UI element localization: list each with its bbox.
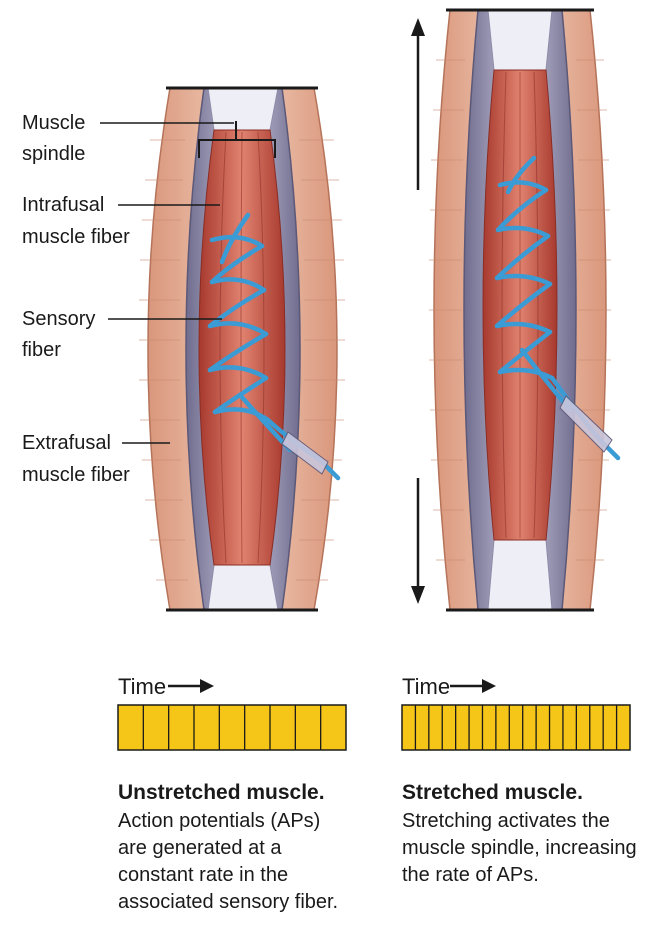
label-text: spindle <box>22 143 85 165</box>
label-text: muscle fiber <box>22 226 130 248</box>
time-text: Time <box>402 674 450 699</box>
unstretched-muscle <box>139 88 345 610</box>
caption-line: associated sensory fiber. <box>118 889 338 916</box>
label-text: muscle fiber <box>22 464 130 486</box>
caption-line: muscle spindle, increasing <box>402 835 637 862</box>
ap-bar-stretched <box>402 705 630 750</box>
stretched-muscle <box>411 10 618 610</box>
label-text: Intrafusal <box>22 194 104 216</box>
stretch-arrow-down <box>411 478 425 604</box>
label-text: Extrafusal <box>22 432 111 454</box>
label-text: Sensory <box>22 308 95 330</box>
time-label-left: Time <box>118 674 214 699</box>
caption-stretched: Stretched muscle. Stretching activates t… <box>402 780 637 889</box>
caption-line: constant rate in the <box>118 862 338 889</box>
caption-line: Action potentials (APs) <box>118 808 338 835</box>
caption-line: the rate of APs. <box>402 862 637 889</box>
label-extrafusal: Extrafusal muscle fiber <box>22 432 170 486</box>
caption-title: Stretched muscle. <box>402 780 637 806</box>
ap-bar-unstretched <box>118 705 346 750</box>
ap-bar-fill <box>118 705 346 750</box>
time-label-right: Time <box>402 674 496 699</box>
time-text: Time <box>118 674 166 699</box>
caption-line: Stretching activates the <box>402 808 637 835</box>
stretch-arrow-up <box>411 18 425 190</box>
caption-title: Unstretched muscle. <box>118 780 338 806</box>
label-text: fiber <box>22 339 61 361</box>
label-text: Muscle <box>22 112 85 134</box>
ap-bar-fill <box>402 705 630 750</box>
caption-line: are generated at a <box>118 835 338 862</box>
caption-unstretched: Unstretched muscle. Action potentials (A… <box>118 780 338 916</box>
